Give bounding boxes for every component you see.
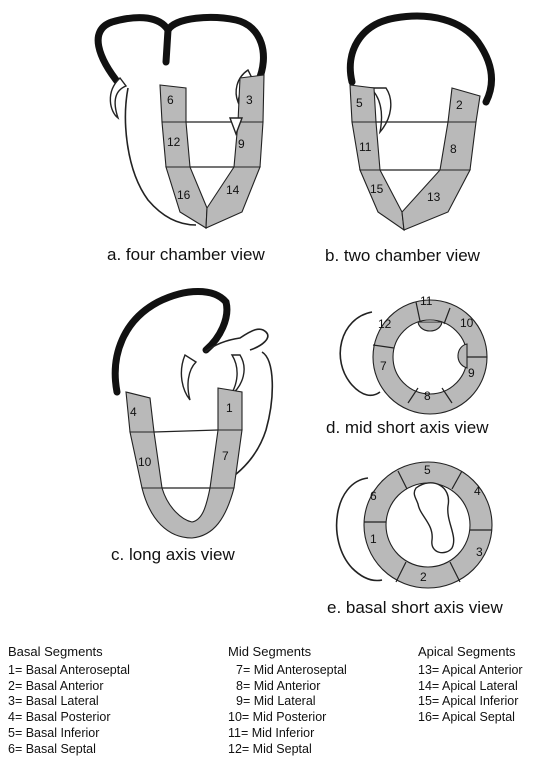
- two-chamber-view: 5 2 11 8 15 13: [350, 16, 492, 230]
- long-axis-basal-line: [154, 430, 218, 432]
- legend-item: 16= Apical Septal: [418, 710, 523, 726]
- label-1: 1: [226, 401, 233, 415]
- label-mid-9: 9: [468, 366, 475, 380]
- caption-basal-short-axis: e. basal short axis view: [327, 598, 503, 618]
- legend-item: 15= Apical Inferior: [418, 694, 523, 710]
- long-axis-valve-leaflet: [181, 355, 196, 400]
- label-4: 4: [130, 405, 137, 419]
- label-7: 7: [222, 449, 229, 463]
- legend-item: 10= Mid Posterior: [228, 710, 347, 726]
- caption-two-chamber: b. two chamber view: [325, 246, 480, 266]
- mid-short-papillary-right: [458, 344, 467, 368]
- label-9: 9: [238, 137, 245, 151]
- label-2: 2: [456, 98, 463, 112]
- basal-short-axis-view: 5 6 4 1 3 2: [337, 462, 492, 588]
- legend-item: 3= Basal Lateral: [8, 694, 130, 710]
- segment-8: [440, 122, 476, 170]
- legend-item: 13= Apical Anterior: [418, 663, 523, 679]
- caption-mid-short-axis: d. mid short axis view: [326, 418, 489, 438]
- legend-item: 14= Apical Lateral: [418, 679, 523, 695]
- label-13: 13: [427, 190, 441, 204]
- four-chamber-left-valve-leaflet: [110, 78, 126, 118]
- legend-basal-heading: Basal Segments: [8, 644, 130, 660]
- long-axis-apex: [142, 488, 234, 538]
- legend-apical: Apical Segments 13= Apical Anterior 14= …: [418, 644, 523, 726]
- four-chamber-atria: [98, 17, 263, 85]
- segment-14: [206, 167, 260, 228]
- legend-item: 12= Mid Septal: [228, 742, 347, 758]
- mid-short-papillary-top: [418, 322, 442, 331]
- legend-item: 5= Basal Inferior: [8, 726, 130, 742]
- basal-short-mitral-valve: [414, 483, 453, 553]
- label-basal-4: 4: [474, 484, 481, 498]
- label-basal-3: 3: [476, 545, 483, 559]
- legend-item: 8= Mid Anterior: [228, 679, 347, 695]
- legend-basal: Basal Segments 1= Basal Anteroseptal 2= …: [8, 644, 130, 758]
- label-basal-6: 6: [370, 489, 377, 503]
- segment-5: [350, 85, 376, 122]
- four-chamber-atrial-septum: [166, 30, 168, 62]
- label-mid-11: 11: [420, 294, 433, 308]
- label-mid-7: 7: [380, 359, 387, 373]
- label-14: 14: [226, 183, 240, 197]
- basal-short-ring: [364, 462, 492, 588]
- label-basal-1: 1: [370, 532, 377, 546]
- legend-item: 6= Basal Septal: [8, 742, 130, 758]
- label-basal-5: 5: [424, 463, 431, 477]
- label-basal-2: 2: [420, 570, 427, 584]
- legend-item: 1= Basal Anteroseptal: [8, 663, 130, 679]
- label-15: 15: [370, 182, 384, 196]
- label-mid-12: 12: [378, 317, 392, 331]
- long-axis-atrium: [115, 292, 227, 393]
- legend-item: 11= Mid Inferior: [228, 726, 347, 742]
- legend-mid-heading: Mid Segments: [228, 644, 347, 660]
- label-16: 16: [177, 188, 191, 202]
- legend-mid: Mid Segments 7= Mid Anteroseptal 8= Mid …: [228, 644, 347, 758]
- mid-short-axis-view: 11 12 10 7 9 8: [340, 294, 487, 414]
- long-axis-view: 4 1 10 7: [115, 292, 272, 539]
- segment-15: [360, 170, 404, 230]
- label-3: 3: [246, 93, 253, 107]
- legend-item: 9= Mid Lateral: [228, 694, 347, 710]
- label-8: 8: [450, 142, 457, 156]
- legend-item: 4= Basal Posterior: [8, 710, 130, 726]
- legend-item: 2= Basal Anterior: [8, 679, 130, 695]
- caption-long-axis: c. long axis view: [111, 545, 235, 565]
- label-11: 11: [359, 140, 372, 154]
- legend-apical-heading: Apical Segments: [418, 644, 523, 660]
- label-12: 12: [167, 135, 181, 149]
- label-mid-10: 10: [460, 316, 474, 330]
- label-6: 6: [167, 93, 174, 107]
- segment-2: [448, 88, 480, 122]
- label-5: 5: [356, 96, 363, 110]
- caption-four-chamber: a. four chamber view: [107, 245, 265, 265]
- legend-item: 7= Mid Anteroseptal: [228, 663, 347, 679]
- label-mid-8: 8: [424, 389, 431, 403]
- label-10: 10: [138, 455, 152, 469]
- four-chamber-view: 6 3 12 9 16 14: [98, 17, 264, 228]
